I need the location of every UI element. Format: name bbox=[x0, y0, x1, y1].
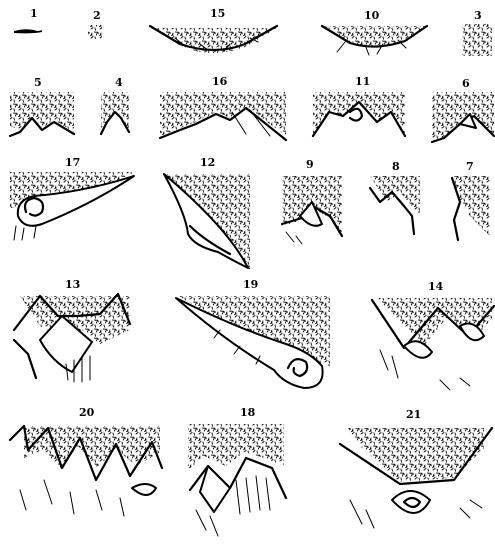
figure-2-label: 2 bbox=[93, 9, 101, 22]
figure-16-label: 16 bbox=[212, 75, 228, 88]
figure-12-label: 12 bbox=[200, 156, 215, 169]
figure-18-label: 18 bbox=[240, 406, 256, 419]
figure-8: 8 bbox=[370, 160, 420, 234]
figure-17: 17 bbox=[10, 156, 135, 240]
figure-6: 6 bbox=[432, 77, 494, 142]
figure-18: 18 bbox=[188, 406, 286, 536]
figure-7-label: 7 bbox=[466, 160, 474, 173]
figure-10-label: 10 bbox=[364, 9, 380, 22]
figure-13-label: 13 bbox=[65, 278, 80, 291]
figure-1: 1 bbox=[14, 7, 42, 33]
figure-12: 12 bbox=[164, 156, 250, 270]
figure-4: 4 bbox=[101, 76, 129, 134]
figure-10: 10 bbox=[322, 9, 427, 55]
figure-5: 5 bbox=[10, 76, 74, 136]
figure-11: 11 bbox=[313, 75, 405, 136]
figure-20-label: 20 bbox=[79, 406, 95, 419]
figure-3: 3 bbox=[462, 9, 492, 56]
figure-5-label: 5 bbox=[34, 76, 42, 89]
figure-19: 19 bbox=[176, 278, 330, 388]
figure-6-label: 6 bbox=[462, 77, 470, 90]
figure-2: 2 bbox=[88, 9, 102, 39]
figure-15: 15 bbox=[150, 7, 277, 53]
figure-1-label: 1 bbox=[30, 7, 38, 20]
figure-15-label: 15 bbox=[210, 7, 225, 20]
figure-20: 20 bbox=[10, 406, 162, 516]
figure-19-label: 19 bbox=[243, 278, 258, 291]
figure-9-label: 9 bbox=[306, 158, 314, 171]
figure-21-label: 21 bbox=[406, 408, 421, 421]
figure-16: 16 bbox=[160, 75, 286, 140]
figure-21: 21 bbox=[340, 408, 492, 528]
figure-13: 13 bbox=[14, 278, 130, 382]
figure-14: 14 bbox=[372, 280, 494, 390]
figure-3-label: 3 bbox=[474, 9, 482, 22]
figure-17-label: 17 bbox=[65, 156, 80, 169]
figure-9: 9 bbox=[282, 158, 342, 244]
figure-7: 7 bbox=[452, 160, 490, 240]
figure-11-label: 11 bbox=[355, 75, 370, 88]
figure-14-label: 14 bbox=[428, 280, 444, 293]
figure-8-label: 8 bbox=[392, 160, 400, 173]
figure-4-label: 4 bbox=[115, 76, 123, 89]
